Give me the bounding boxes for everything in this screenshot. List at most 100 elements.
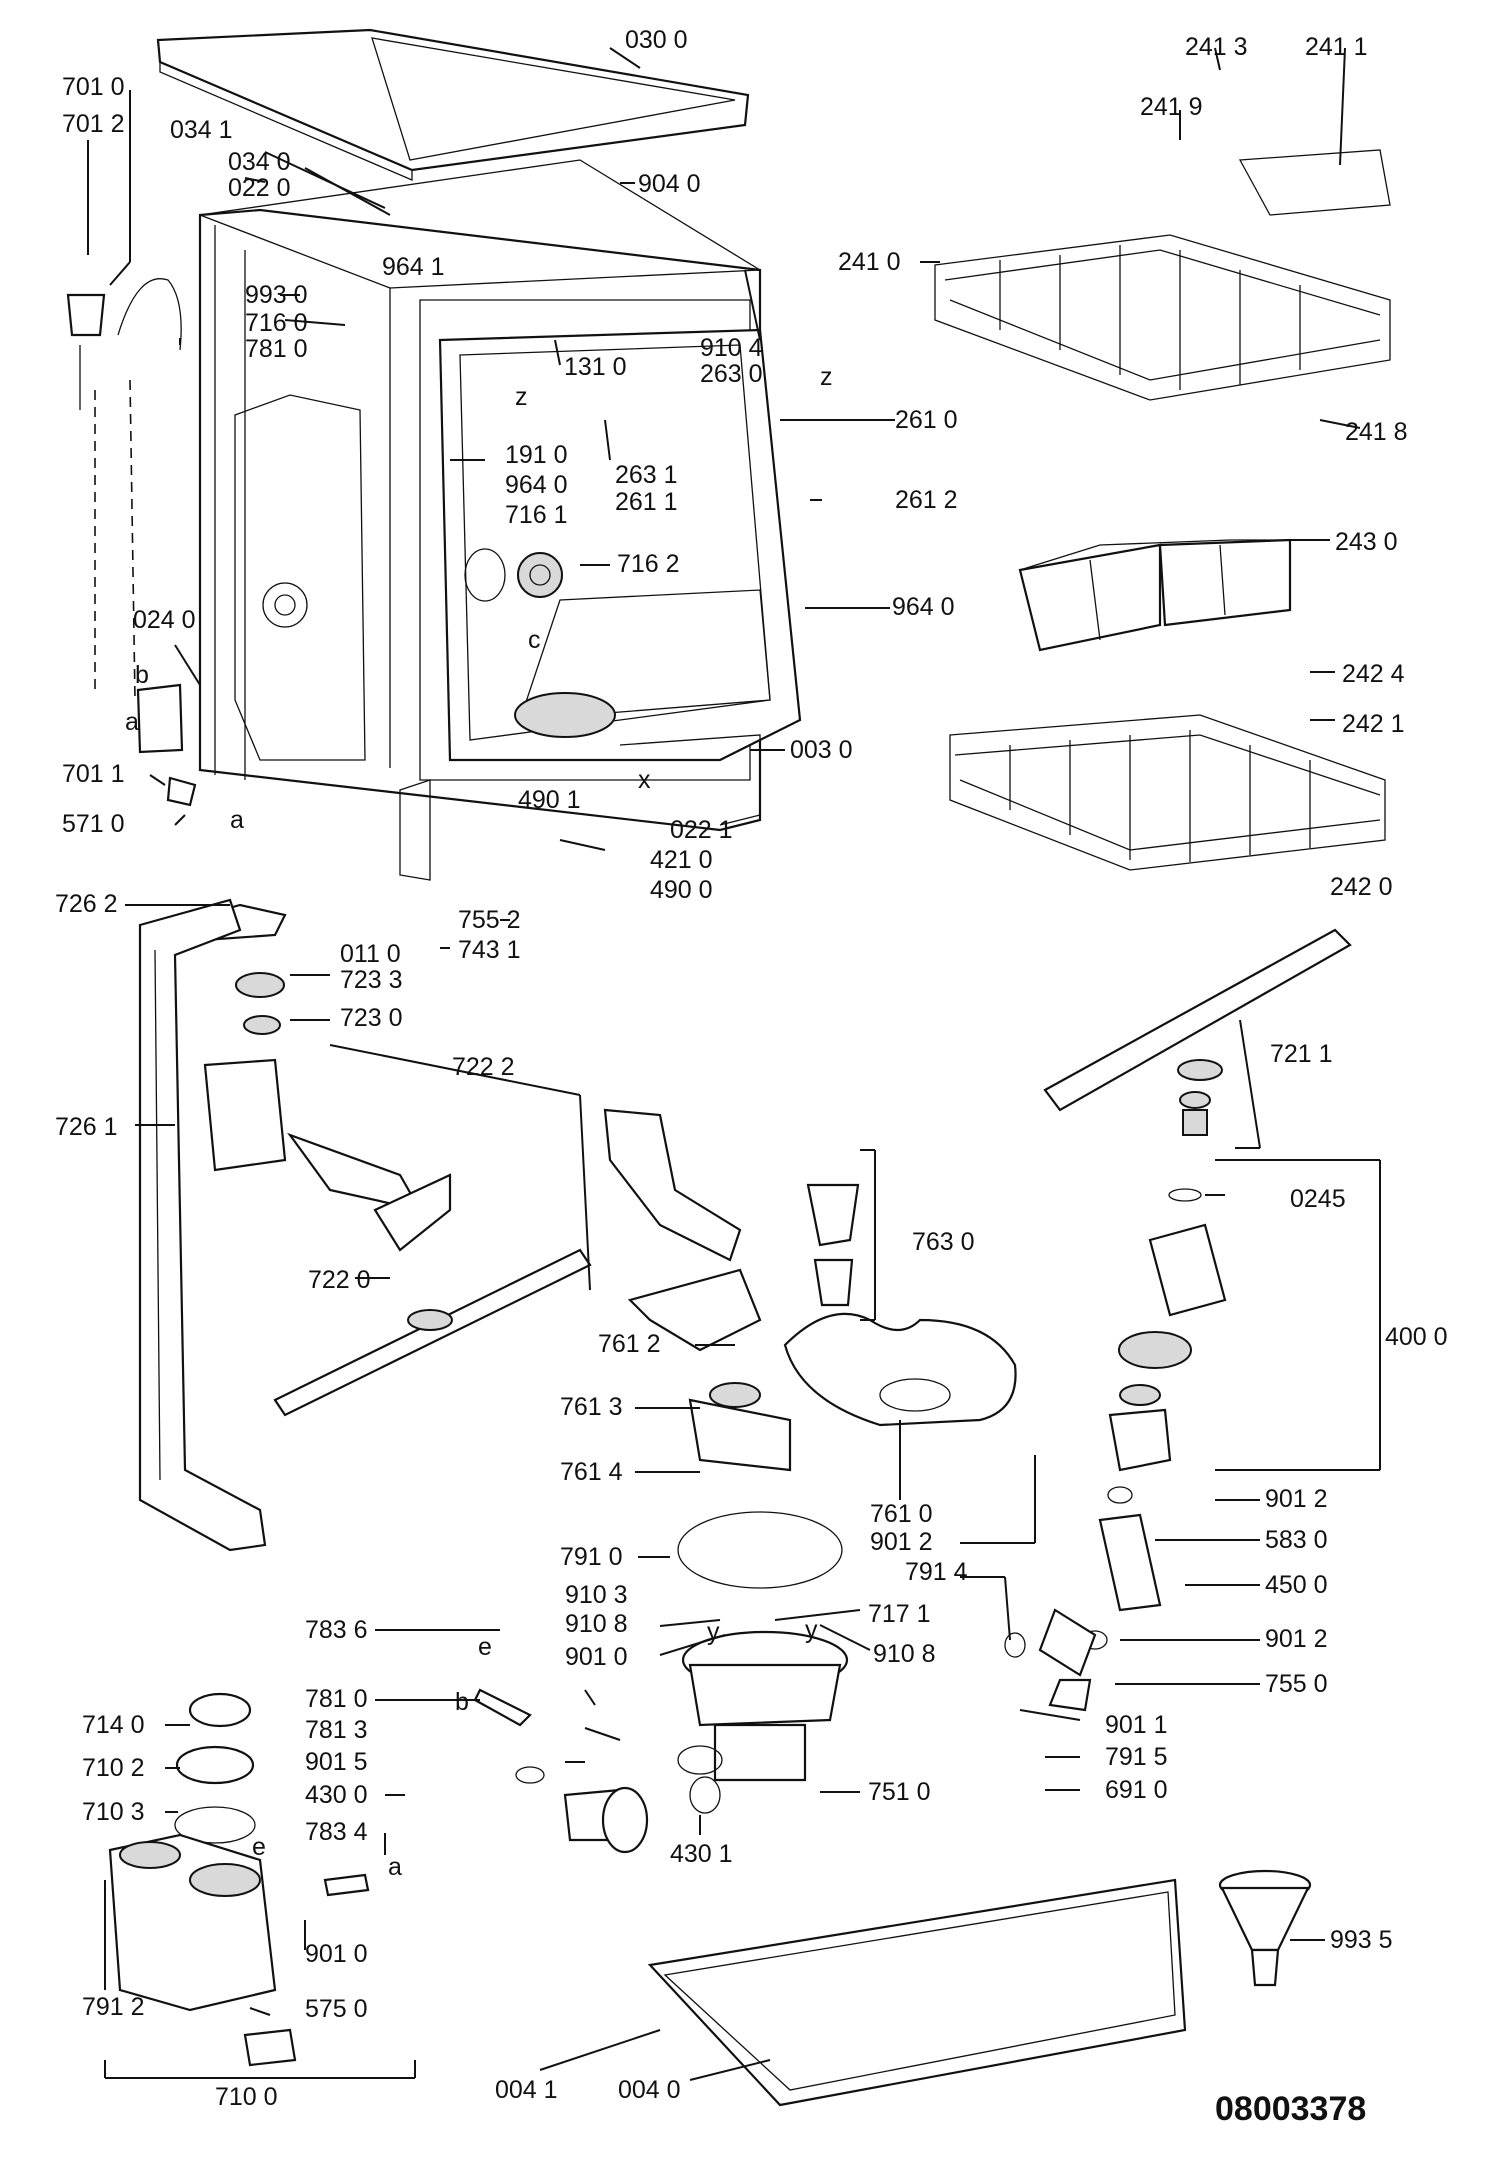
label-034-0: 034 0 bbox=[228, 148, 291, 176]
label-691-0: 691 0 bbox=[1105, 1776, 1168, 1804]
label-421-0: 421 0 bbox=[650, 846, 713, 874]
label-490-0: 490 0 bbox=[650, 876, 713, 904]
label-714-0: 714 0 bbox=[82, 1711, 145, 1739]
label-241-8: 241 8 bbox=[1345, 418, 1408, 446]
lower-spray-arm-drawing bbox=[203, 903, 592, 1417]
letter-y-right: y bbox=[805, 1616, 818, 1644]
upper-spray-arm-drawing bbox=[1043, 928, 1352, 1136]
label-575-0: 575 0 bbox=[305, 1995, 368, 2023]
filter-drawing bbox=[806, 1183, 860, 1307]
label-781-3: 781 3 bbox=[305, 1716, 368, 1744]
label-261-2: 261 2 bbox=[895, 486, 958, 514]
label-755-0: 755 0 bbox=[1265, 1670, 1328, 1698]
label-722-2: 722 2 bbox=[452, 1053, 515, 1081]
label-022-1: 022 1 bbox=[670, 816, 733, 844]
document-number: 08003378 bbox=[1215, 2090, 1366, 2128]
hose-drawing bbox=[66, 278, 197, 807]
label-901-2-b: 901 2 bbox=[1265, 1485, 1328, 1513]
heater-drawing bbox=[1004, 1486, 1162, 1712]
label-263-0: 263 0 bbox=[700, 360, 763, 388]
label-755-2: 755 2 bbox=[458, 906, 521, 934]
cutlery-basket-drawing bbox=[1018, 538, 1292, 652]
label-400-0: 400 0 bbox=[1385, 1323, 1448, 1351]
label-993-0: 993 0 bbox=[245, 281, 308, 309]
letter-marks: b a a e b e a c x z z y y bbox=[125, 363, 833, 1881]
label-743-1: 743 1 bbox=[458, 936, 521, 964]
letter-a-mid: a bbox=[230, 806, 244, 834]
label-901-0-a: 901 0 bbox=[565, 1643, 628, 1671]
letter-e-lower: e bbox=[252, 1833, 266, 1861]
label-761-2: 761 2 bbox=[598, 1330, 661, 1358]
letter-b-left: b bbox=[135, 661, 149, 689]
label-0245: 0245 bbox=[1290, 1185, 1346, 1213]
label-242-1: 242 1 bbox=[1342, 710, 1405, 738]
label-191-0: 191 0 bbox=[505, 441, 568, 469]
label-717-1: 717 1 bbox=[868, 1600, 931, 1628]
inlet-pipe-drawing bbox=[603, 1108, 792, 1472]
label-901-2-a: 901 2 bbox=[870, 1528, 933, 1556]
label-901-1: 901 1 bbox=[1105, 1711, 1168, 1739]
label-242-0: 242 0 bbox=[1330, 873, 1393, 901]
label-003-0: 003 0 bbox=[790, 736, 853, 764]
label-242-4: 242 4 bbox=[1342, 660, 1405, 688]
water-softener-drawing bbox=[108, 1692, 370, 2067]
parts-illustration bbox=[66, 28, 1391, 2107]
label-726-2: 726 2 bbox=[55, 890, 118, 918]
leader-lines bbox=[87, 47, 1381, 2081]
drain-pump-drawing bbox=[473, 1688, 649, 1854]
label-761-4: 761 4 bbox=[560, 1458, 623, 1486]
letter-z-inner: z bbox=[515, 383, 528, 411]
label-901-0-b: 901 0 bbox=[305, 1940, 368, 1968]
part-labels: 030 0 034 1 034 0 022 0 701 0 701 2 904 … bbox=[55, 26, 1448, 2111]
label-783-4: 783 4 bbox=[305, 1818, 368, 1846]
label-761-0: 761 0 bbox=[870, 1500, 933, 1528]
label-751-0: 751 0 bbox=[868, 1778, 931, 1806]
letter-c-tub: c bbox=[528, 626, 541, 654]
letter-y-left: y bbox=[707, 1618, 720, 1646]
label-450-0: 450 0 bbox=[1265, 1571, 1328, 1599]
letter-b-lower: b bbox=[455, 1688, 469, 1716]
label-241-0: 241 0 bbox=[838, 248, 901, 276]
flat-filter-drawing bbox=[783, 1312, 1017, 1427]
label-490-1: 490 1 bbox=[518, 786, 581, 814]
label-710-2: 710 2 bbox=[82, 1754, 145, 1782]
label-034-1: 034 1 bbox=[170, 116, 233, 144]
label-763-0: 763 0 bbox=[912, 1228, 975, 1256]
label-716-0: 716 0 bbox=[245, 309, 308, 337]
label-261-0: 261 0 bbox=[895, 406, 958, 434]
label-024-0: 024 0 bbox=[133, 606, 196, 634]
label-791-0: 791 0 bbox=[560, 1543, 623, 1571]
label-241-3: 241 3 bbox=[1185, 33, 1248, 61]
label-726-1: 726 1 bbox=[55, 1113, 118, 1141]
label-241-9: 241 9 bbox=[1140, 93, 1203, 121]
label-904-0: 904 0 bbox=[638, 170, 701, 198]
label-791-5: 791 5 bbox=[1105, 1743, 1168, 1771]
label-004-0: 004 0 bbox=[618, 2076, 681, 2104]
letter-a-left: a bbox=[125, 708, 139, 736]
funnel-drawing bbox=[1218, 1869, 1312, 1987]
worktop-drawing bbox=[156, 28, 750, 181]
label-710-0: 710 0 bbox=[215, 2083, 278, 2111]
letter-x-base: x bbox=[638, 766, 651, 794]
label-910-8-b: 910 8 bbox=[873, 1640, 936, 1668]
label-701-2: 701 2 bbox=[62, 110, 125, 138]
letter-e-upper: e bbox=[478, 1633, 492, 1661]
label-583-0: 583 0 bbox=[1265, 1526, 1328, 1554]
label-723-3: 723 3 bbox=[340, 966, 403, 994]
label-716-1: 716 1 bbox=[505, 501, 568, 529]
label-716-2: 716 2 bbox=[617, 550, 680, 578]
circulation-pump-drawing bbox=[1108, 1188, 1227, 1472]
label-701-0: 701 0 bbox=[62, 73, 125, 101]
label-721-1: 721 1 bbox=[1270, 1040, 1333, 1068]
label-910-3: 910 3 bbox=[565, 1581, 628, 1609]
label-993-5: 993 5 bbox=[1330, 1926, 1393, 1954]
label-241-1: 241 1 bbox=[1305, 33, 1368, 61]
label-964-0: 964 0 bbox=[505, 471, 568, 499]
lower-basket-drawing bbox=[949, 714, 1386, 871]
sump-seal-ring bbox=[677, 1511, 843, 1589]
label-022-0: 022 0 bbox=[228, 174, 291, 202]
label-783-6: 783 6 bbox=[305, 1616, 368, 1644]
letter-a-lower: a bbox=[388, 1853, 402, 1881]
label-964-1: 964 1 bbox=[382, 253, 445, 281]
label-430-0: 430 0 bbox=[305, 1781, 368, 1809]
